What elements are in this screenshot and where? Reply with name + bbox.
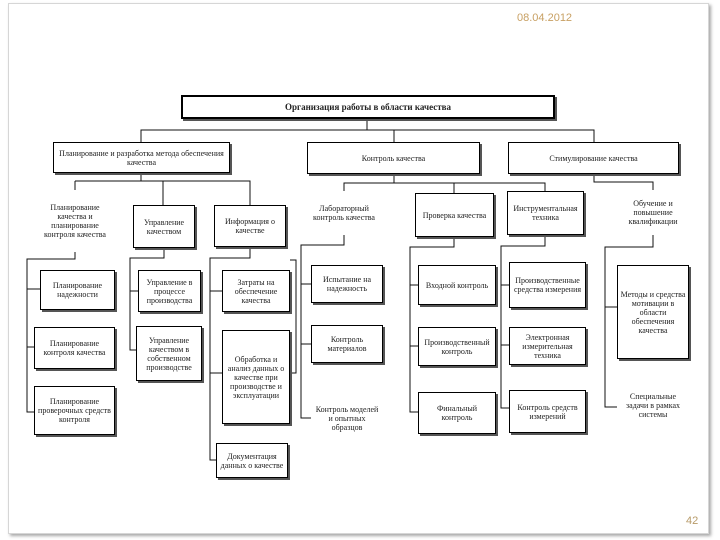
leaf-motivation-methods: Методы и средства мотивации в области об… [617, 265, 689, 359]
connector-line [26, 252, 76, 413]
connector-line [343, 174, 546, 193]
connector-line [604, 235, 654, 408]
leaf-reliability-testing: Испытание на надежность [311, 265, 383, 303]
leaf-own-production-management: Управление качеством в собственном произ… [136, 326, 202, 381]
leaf-production-control: Производственный контроль [418, 327, 496, 366]
node-planning-quality: Планирование качества и планирование кон… [44, 203, 106, 239]
leaf-prototype-control: Контроль моделей и опытных образцов [315, 404, 379, 432]
branch-control: Контроль качества [307, 142, 480, 174]
node-quality-check: Проверка качества [415, 193, 494, 237]
node-lab-control: Лабораторный контроль качества [313, 204, 375, 222]
leaf-production-measuring: Производственные средства измерения [509, 262, 586, 308]
leaf-final-control: Финальный контроль [418, 392, 496, 434]
leaf-process-management: Управление в процессе производства [138, 270, 201, 312]
node-quality-management: Управление качеством [133, 205, 195, 248]
leaf-data-documentation: Документация данных о качестве [216, 443, 288, 478]
leaf-control-planning: Планирование контроля качества [34, 327, 115, 369]
node-training: Обучение и повышение квалификации [628, 199, 678, 226]
connector-line [593, 174, 654, 190]
leaf-materials-control: Контроль материалов [311, 325, 383, 363]
slide-frame [8, 3, 709, 534]
branch-stimulation: Стимулирование качества [508, 142, 679, 174]
leaf-measuring-control: Контроль средств измерений [509, 390, 586, 433]
connector-line [300, 235, 345, 419]
connector-line [209, 247, 251, 461]
branch-planning: Планирование и разработка метода обеспеч… [53, 142, 230, 173]
node-quality-information: Информация о качестве [214, 205, 286, 247]
connector-line [129, 248, 165, 351]
leaf-special-tasks: Специальные задачи в рамках системы [625, 391, 681, 419]
connector-line [74, 173, 251, 205]
page-number: 42 [686, 515, 699, 527]
leaf-reliability-planning: Планирование надежности [40, 270, 115, 310]
leaf-data-analysis: Обработка и анализ данных о качестве при… [222, 330, 290, 424]
leaf-check-means-planning: Планирование проверочных средств контрол… [34, 386, 115, 435]
slide-date: 08.04.2012 [517, 12, 573, 24]
leaf-quality-costs: Затраты на обеспечение качества [222, 270, 290, 312]
leaf-electronic-measuring: Электронная измерительная техника [509, 327, 586, 365]
connector-line [290, 259, 297, 374]
leaf-incoming-control: Входной контроль [418, 265, 496, 305]
connector-line [140, 119, 595, 142]
node-instrumental: Инструментальная техника [507, 191, 584, 235]
connector-line [409, 237, 455, 413]
root-node: Организация работы в области качества [181, 95, 555, 119]
connector-line [500, 235, 546, 409]
